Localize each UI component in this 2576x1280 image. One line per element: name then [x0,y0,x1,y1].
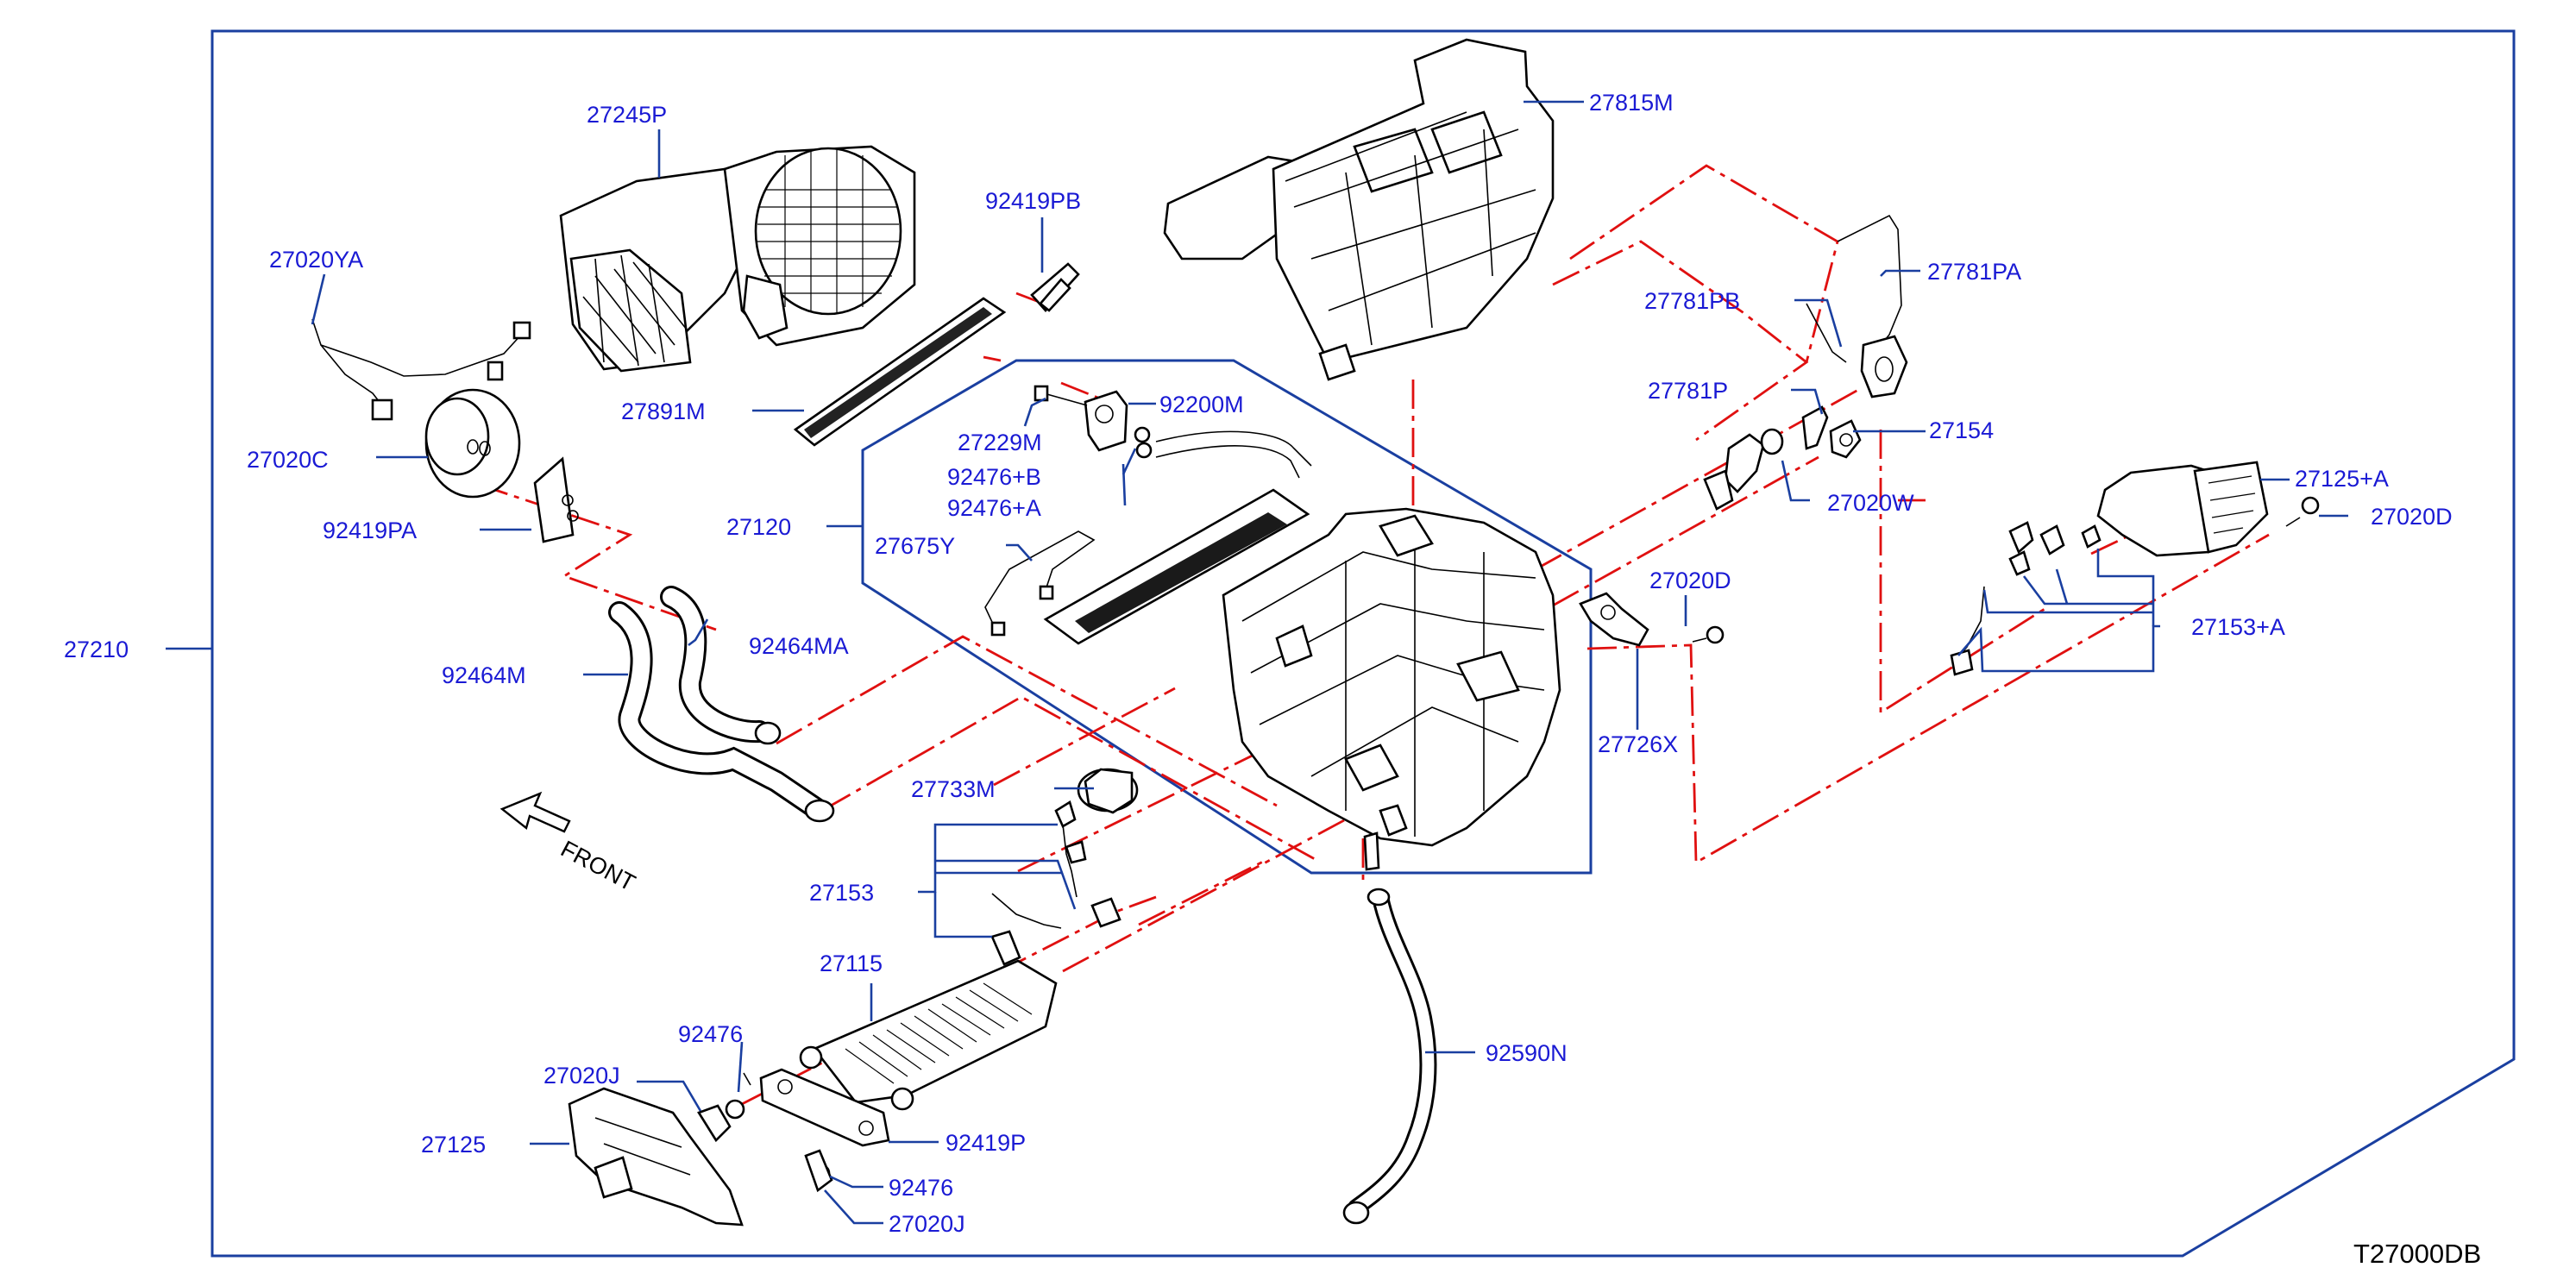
links-27153 [990,800,1122,966]
label-27153: 27153 [809,880,874,906]
duct-27125A [2096,461,2269,557]
front-arrow-icon [499,791,571,833]
drain-hose-92590N [1342,831,1437,1225]
label-27781PA: 27781PA [1927,259,2021,285]
label-27115: 27115 [820,951,883,976]
filter-27891M [793,297,1007,447]
label-92476-top: 92476 [678,1021,743,1047]
label-27020D-right: 27020D [2371,504,2453,530]
clip-27020J-bot [804,1149,833,1193]
label-27781PB: 27781PB [1644,288,1740,314]
label-92476B: 92476+B [947,464,1041,490]
label-27120: 27120 [726,514,791,540]
assembly-dash-lines [479,164,2270,1106]
label-27020W: 27020W [1827,490,1914,516]
label-27125A: 27125+A [2295,466,2389,492]
label-92464MA: 92464MA [749,633,849,659]
label-92476-bot: 92476 [889,1175,953,1201]
clip-27020J-top [697,1104,732,1143]
links-27153A [1950,521,2102,676]
label-92590N: 92590N [1486,1040,1568,1066]
label-92419PA: 92419PA [323,518,417,543]
sensor-27726X [1579,592,1649,647]
link-27154 [1829,419,1862,459]
label-27815M: 27815M [1589,90,1674,116]
label-27726X: 27726X [1598,731,1678,757]
screw-27020D-mid [1692,625,1725,644]
heater-core-27115 [799,959,1058,1111]
label-92419P: 92419P [946,1130,1026,1156]
label-27125: 27125 [421,1132,486,1158]
label-92476A: 92476+A [947,495,1041,521]
label-27020D-mid: 27020D [1649,568,1731,593]
group-27120-outline [861,359,1593,875]
label-92419PB: 92419PB [985,188,1081,214]
leader-lines [311,100,2348,1225]
blower-unit-27245P [559,145,916,373]
o-ring-92476-top [725,1072,751,1120]
label-27245P: 27245P [587,102,667,128]
duct-27125 [568,1087,744,1227]
label-27210: 27210 [64,637,129,662]
label-27891M: 27891M [621,398,706,424]
link-27781P [1801,405,1829,450]
label-27020J-bot: 27020J [889,1211,965,1237]
drawing-code: T27000DB [2353,1239,2481,1269]
heater-case-lower [1222,507,1561,847]
front-label: FRONT [556,836,639,896]
lever-27020W [1703,428,1784,511]
label-27229M: 27229M [958,430,1042,455]
label-27733M: 27733M [911,776,996,802]
actuator-27020C [424,388,521,499]
expansion-valve-92200M [1084,390,1128,452]
hose-92464MA [660,586,782,745]
part-labels: 27210 27245P 27815M 92419PB 27020YA 2778… [64,90,2453,1237]
evaporator-27120 [1043,430,1312,645]
label-27020YA: 27020YA [269,247,363,273]
clip-92419PB [1030,262,1080,312]
label-92464M: 92464M [442,662,526,688]
label-27020J-top: 27020J [543,1063,620,1089]
label-27020C: 27020C [247,447,329,473]
plate-92419P [759,1068,890,1147]
assembly-frame [210,29,2516,1258]
hose-92464M [608,601,835,823]
o-rings-92476 [1134,426,1153,459]
actuator-27733M [1077,768,1139,814]
heater-case-upper-27815M [1163,38,1555,381]
screw-27020D-right [2285,496,2320,527]
pipe-27675Y [984,530,1096,637]
harness-27781PA [1806,214,1908,398]
bracket-92419PA [533,456,579,543]
harness-27020YA [311,318,531,421]
label-27675Y: 27675Y [875,533,955,559]
label-27153A: 27153+A [2191,614,2285,640]
label-27781P: 27781P [1648,378,1728,404]
label-27154: 27154 [1929,417,1994,443]
label-92200M: 92200M [1159,392,1244,417]
